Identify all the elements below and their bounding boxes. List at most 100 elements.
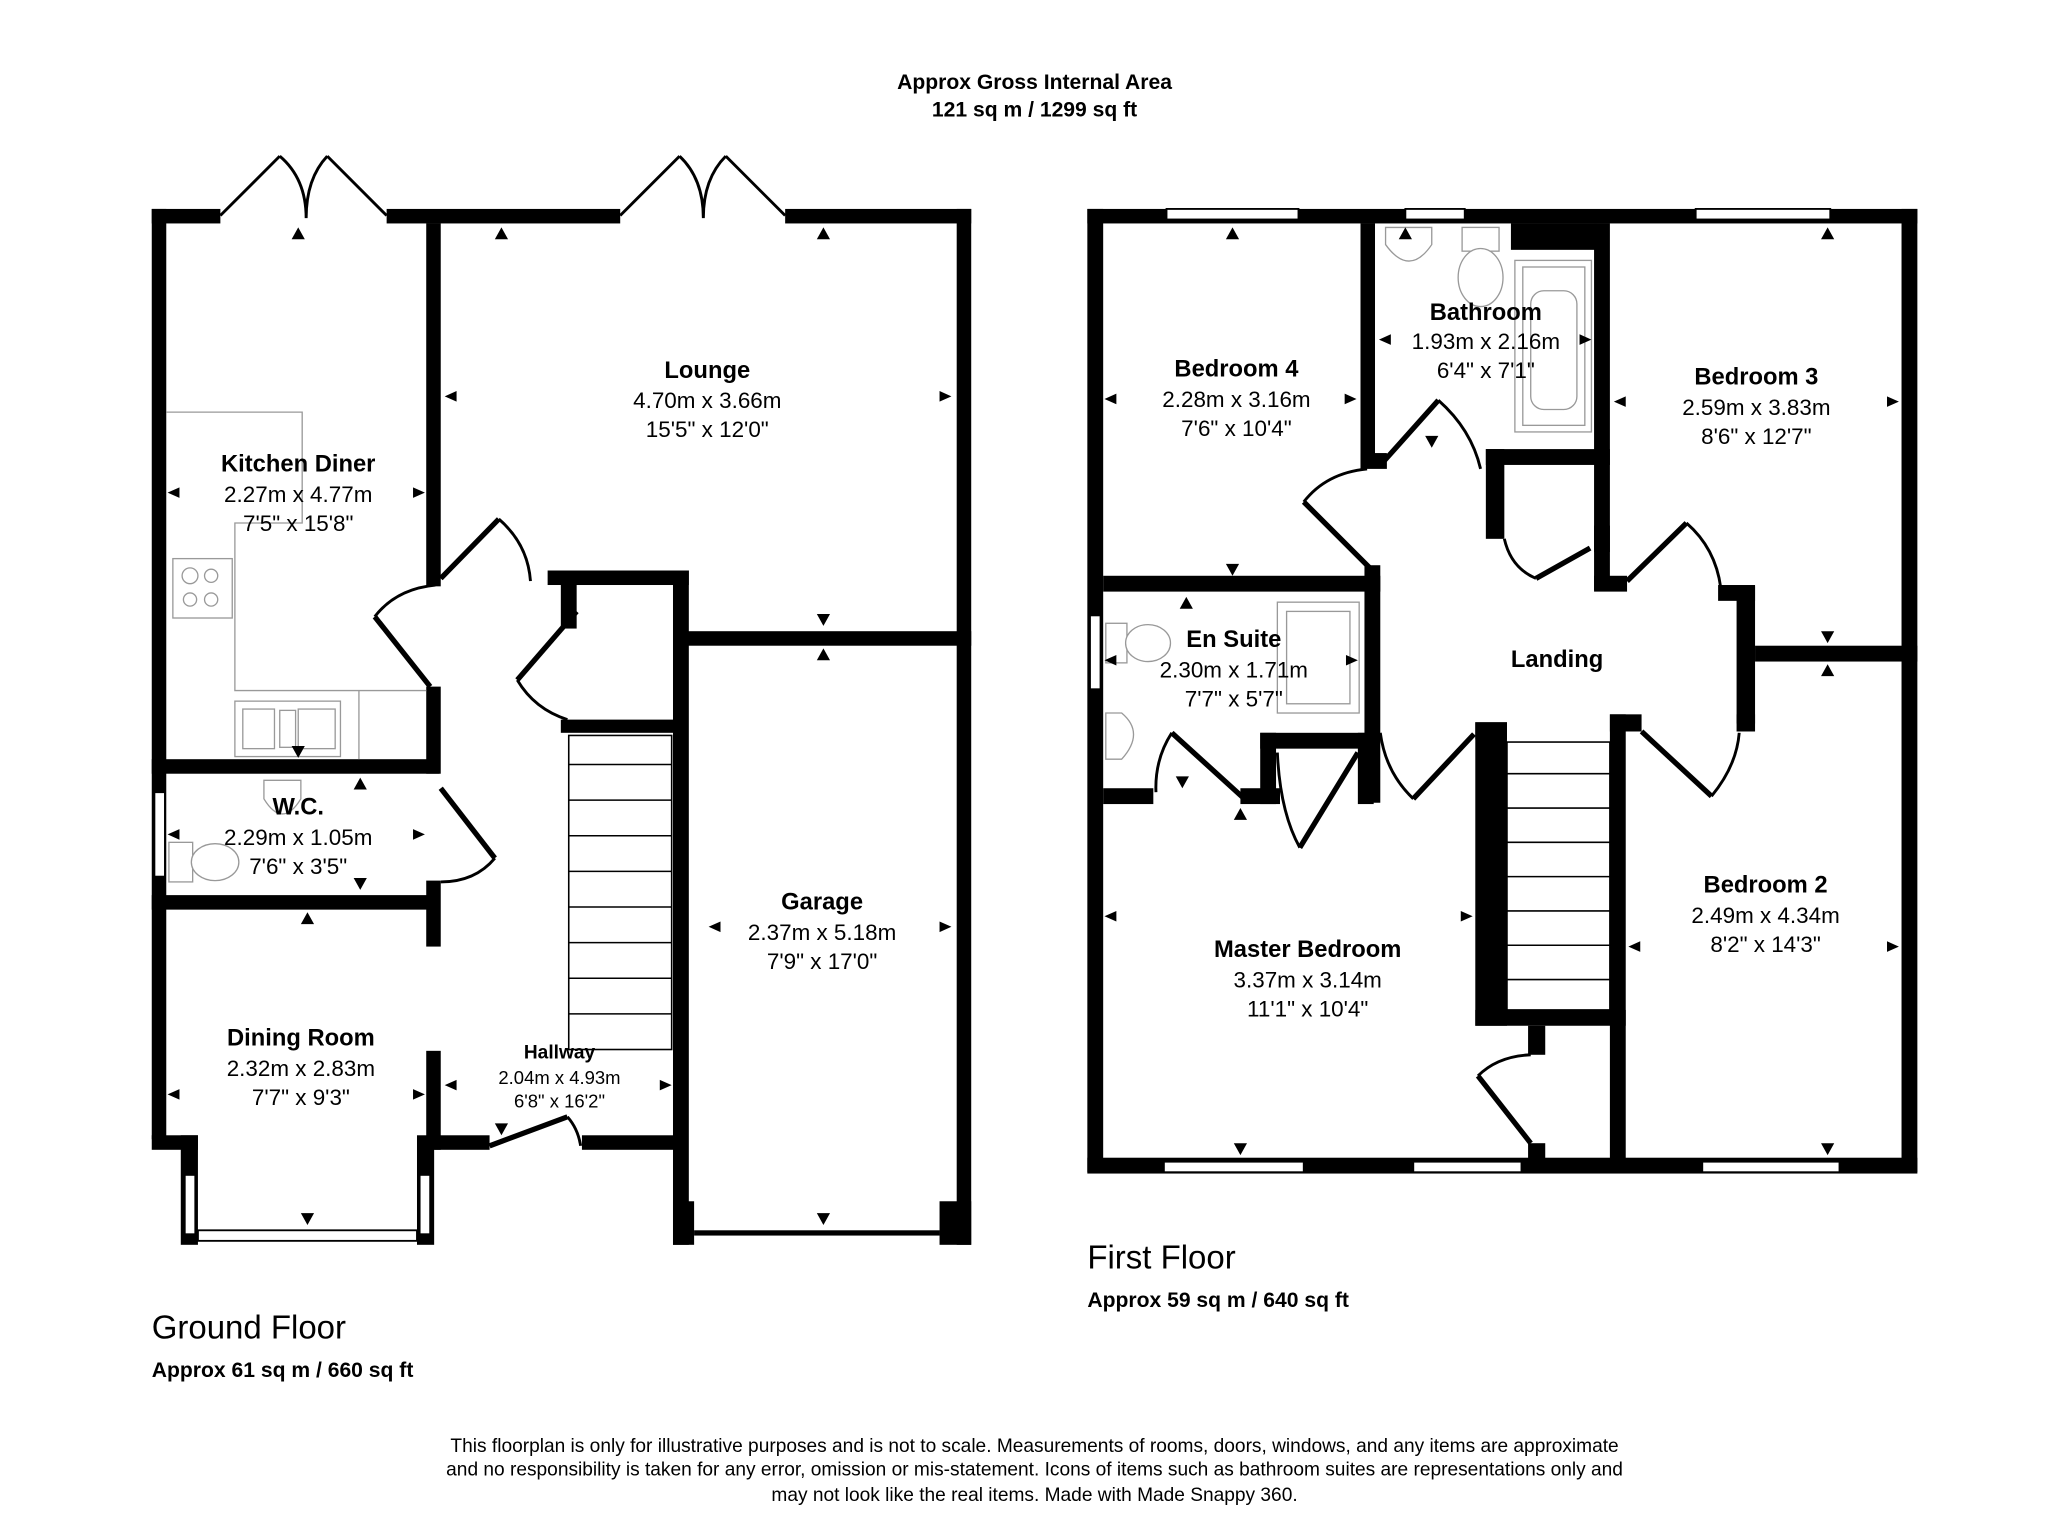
svg-text:7'7" x 5'7": 7'7" x 5'7" — [1185, 686, 1283, 711]
wall — [1475, 1009, 1626, 1026]
wall — [1103, 788, 1154, 805]
svg-text:En Suite: En Suite — [1186, 626, 1281, 653]
svg-text:Bathroom: Bathroom — [1430, 299, 1542, 326]
room-master-bedroom: Master Bedroom 3.37m x 3.14m 11'1" x 10'… — [1214, 936, 1401, 1021]
svg-text:W.C.: W.C. — [272, 794, 323, 821]
svg-text:Bedroom 4: Bedroom 4 — [1174, 356, 1299, 383]
svg-text:8'6" x 12'7": 8'6" x 12'7" — [1701, 424, 1812, 449]
door-swing — [1502, 538, 1537, 580]
ensuite-basin-icon — [1105, 712, 1135, 760]
wall — [672, 1201, 695, 1245]
door — [1639, 729, 1714, 799]
door — [1534, 545, 1592, 581]
wall — [151, 208, 167, 1140]
disclaimer-line-3: may not look like the real items. Made w… — [771, 1485, 1297, 1506]
svg-text:7'6" x 3'5": 7'6" x 3'5" — [249, 854, 347, 879]
wall — [151, 895, 440, 910]
door — [1297, 751, 1361, 849]
wall — [1736, 714, 1756, 732]
svg-text:7'6" x 10'4": 7'6" x 10'4" — [1181, 416, 1292, 441]
wall — [1087, 208, 1104, 1173]
dimension-arrows — [167, 227, 952, 1226]
disclaimer-line-2: and no responsibility is taken for any e… — [446, 1460, 1623, 1481]
wall — [1260, 732, 1277, 805]
svg-text:2.27m x 4.77m: 2.27m x 4.77m — [224, 482, 372, 507]
door-swing — [1378, 732, 1415, 800]
wall — [682, 631, 972, 646]
door — [1170, 730, 1247, 801]
svg-text:2.30m x 1.71m: 2.30m x 1.71m — [1160, 657, 1308, 682]
window — [1694, 208, 1832, 221]
wall — [547, 570, 689, 586]
wall — [1528, 1025, 1546, 1055]
svg-text:Bedroom 3: Bedroom 3 — [1694, 363, 1818, 390]
window — [1089, 614, 1102, 691]
svg-text:2.32m x 2.83m: 2.32m x 2.83m — [227, 1056, 375, 1081]
first-floor-plan: Bedroom 4 2.28m x 3.16m 7'6" x 10'4" Bat… — [1087, 208, 1918, 1312]
door-swing — [1710, 732, 1741, 798]
room-wc: W.C. 2.29m x 1.05m 7'6" x 3'5" — [224, 794, 372, 879]
bathroom-toilet-icon — [1457, 226, 1504, 308]
wall — [1736, 586, 1756, 724]
bathroom-basin-icon — [1384, 226, 1433, 262]
door-swing — [440, 857, 496, 884]
svg-text:2.29m x 1.05m: 2.29m x 1.05m — [224, 825, 372, 850]
svg-text:7'5" x 15'8": 7'5" x 15'8" — [243, 511, 354, 536]
window — [1701, 1160, 1841, 1174]
window — [418, 1173, 432, 1236]
wall — [1528, 1143, 1546, 1162]
window — [153, 791, 166, 878]
wall — [1485, 449, 1505, 539]
room-dining-room: Dining Room 2.32m x 2.83m 7'7" x 9'3" — [227, 1025, 375, 1110]
wall — [1485, 449, 1610, 465]
door-swing — [1437, 399, 1482, 470]
wall — [560, 719, 687, 733]
svg-text:Garage: Garage — [781, 889, 863, 916]
svg-text:1.93m x 2.16m: 1.93m x 2.16m — [1412, 329, 1560, 354]
door — [1411, 732, 1476, 801]
door-swing — [1476, 1053, 1531, 1077]
svg-text:2.59m x 3.83m: 2.59m x 3.83m — [1682, 395, 1830, 420]
window — [197, 1229, 418, 1242]
door-swing — [516, 679, 568, 721]
room-bedroom-2: Bedroom 2 2.49m x 4.34m 8'2" x 14'3" — [1691, 871, 1839, 956]
svg-text:2.49m x 4.34m: 2.49m x 4.34m — [1691, 903, 1839, 928]
dimension-arrows — [1104, 227, 1899, 1156]
door — [438, 517, 501, 581]
first-floor-area: Approx 59 sq m / 640 sq ft — [1087, 1289, 1349, 1312]
svg-text:3.37m x 3.14m: 3.37m x 3.14m — [1234, 967, 1382, 992]
svg-text:Bedroom 2: Bedroom 2 — [1704, 871, 1828, 898]
room-garage: Garage 2.37m x 5.18m 7'9" x 17'0" — [748, 889, 896, 974]
ground-floor-area: Approx 61 sq m / 660 sq ft — [152, 1359, 414, 1382]
disclaimer: This floorplan is only for illustrative … — [446, 1436, 1623, 1506]
svg-text:8'2" x 14'3": 8'2" x 14'3" — [1710, 932, 1821, 957]
svg-text:Landing: Landing — [1511, 646, 1603, 673]
staircase — [567, 734, 673, 1051]
door-swing — [1154, 732, 1174, 793]
door-swing — [566, 1115, 583, 1147]
wall — [426, 686, 441, 774]
wall — [426, 880, 441, 947]
svg-text:6'4" x 7'1": 6'4" x 7'1" — [1437, 358, 1535, 383]
room-bedroom-3: Bedroom 3 2.59m x 3.83m 8'6" x 12'7" — [1682, 363, 1830, 448]
ground-floor-plan: Kitchen Diner 2.27m x 4.77m 7'5" x 15'8"… — [151, 155, 972, 1382]
window — [1165, 208, 1300, 221]
svg-text:2.37m x 5.18m: 2.37m x 5.18m — [748, 920, 896, 945]
disclaimer-line-1: This floorplan is only for illustrative … — [450, 1436, 1618, 1457]
door — [1625, 521, 1689, 583]
svg-text:7'7" x 9'3": 7'7" x 9'3" — [252, 1085, 350, 1110]
wc-basin-icon — [263, 779, 302, 815]
svg-text:4.70m x 3.66m: 4.70m x 3.66m — [633, 388, 781, 413]
room-kitchen-diner: Kitchen Diner 2.27m x 4.77m 7'5" x 15'8" — [221, 451, 375, 536]
wall — [1594, 525, 1610, 553]
wall — [1594, 575, 1628, 592]
window — [1162, 1160, 1305, 1174]
hob-icon — [172, 557, 233, 619]
garage-door — [694, 1230, 940, 1236]
wall — [1718, 585, 1756, 601]
wall — [151, 208, 221, 224]
wall — [939, 1201, 972, 1245]
door-swing — [373, 583, 436, 618]
svg-text:Kitchen Diner: Kitchen Diner — [221, 451, 375, 478]
bathtub-icon — [1514, 259, 1593, 433]
